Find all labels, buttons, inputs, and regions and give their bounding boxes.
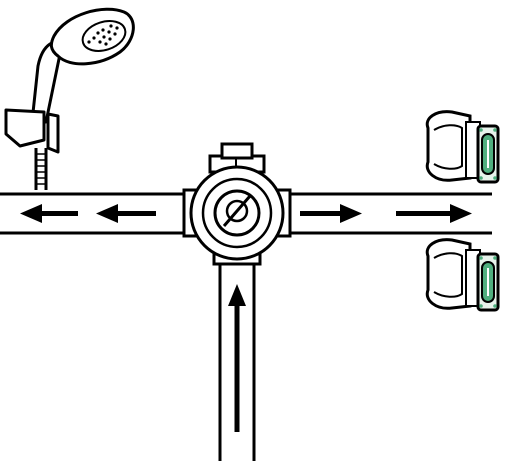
cartridge-icon	[425, 110, 500, 184]
shower-bracket	[4, 108, 46, 148]
shower-head-icon	[4, 7, 135, 190]
shower-bracket-clip	[46, 112, 60, 154]
arrow-right-icon	[396, 204, 472, 223]
valve-stem	[222, 195, 252, 227]
valve-top-cap	[220, 142, 254, 160]
cartridge-lower	[425, 238, 500, 312]
cartridge-upper	[425, 110, 500, 184]
arrow-up-icon	[228, 284, 246, 432]
outlet-left-flow	[20, 204, 156, 223]
vertical-pipe	[218, 250, 256, 461]
arrow-left-icon	[96, 204, 156, 223]
inlet-flow	[228, 284, 246, 432]
outlet-right-flow	[300, 204, 472, 223]
arrow-right-icon	[300, 204, 362, 223]
arrow-left-icon	[20, 204, 78, 223]
shower-hose	[34, 148, 48, 190]
shower-hose-texture	[36, 153, 46, 185]
valve-icon	[182, 142, 292, 266]
cartridge-icon	[425, 238, 500, 312]
shower-spray-holes	[87, 24, 119, 46]
